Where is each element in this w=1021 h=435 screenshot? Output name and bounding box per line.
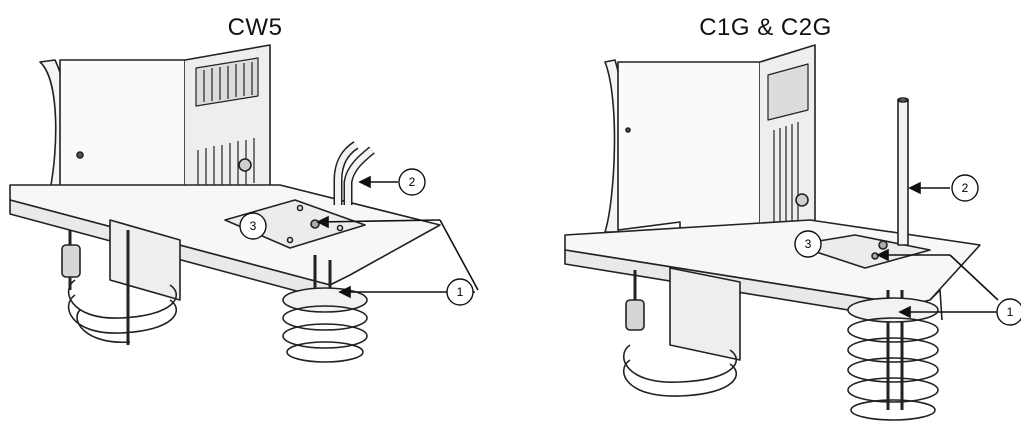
tube (897, 99, 909, 246)
callout-2: 2 (398, 168, 426, 196)
vent-slots-top (195, 57, 259, 107)
svg-text:1: 1 (457, 285, 464, 299)
svg-text:2: 2 (409, 175, 416, 189)
panel-title: CW5 (227, 14, 283, 41)
mounting-plate (794, 234, 931, 269)
svg-text:1: 1 (1007, 305, 1014, 319)
panel-c1g-c2g: C1G & C2G (510, 0, 1021, 435)
mounting-plate (224, 199, 366, 249)
callout-2: 2 (951, 174, 979, 202)
callout-1: 1 (996, 298, 1021, 326)
svg-text:2: 2 (962, 181, 969, 195)
panel-title: C1G & C2G (699, 14, 832, 41)
cw5-illustration: 1 2 3 (9, 44, 479, 363)
callout-3: 3 (239, 212, 267, 240)
c1g-c2g-illustration: 1 2 3 (564, 44, 1021, 421)
control-tower (617, 61, 761, 251)
vent-slots-bottom (197, 138, 255, 195)
callout-3: 3 (794, 230, 822, 258)
callout-lines (876, 181, 999, 319)
callout-1: 1 (446, 278, 474, 306)
panel-cw5: CW5 (0, 0, 510, 435)
svg-text:3: 3 (250, 219, 257, 233)
svg-text:3: 3 (805, 237, 812, 251)
